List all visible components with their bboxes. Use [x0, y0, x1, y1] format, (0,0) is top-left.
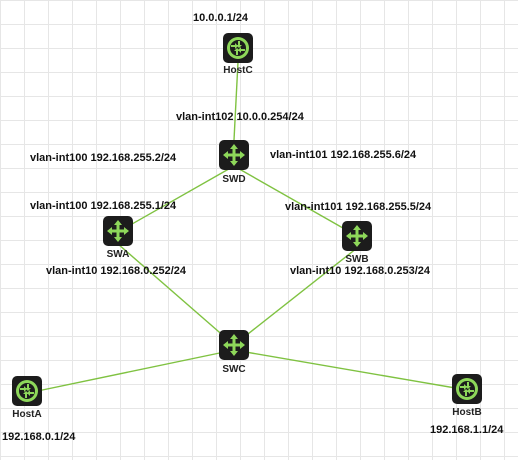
link-hostc-swd — [233, 61, 239, 141]
hosta-device[interactable] — [12, 376, 42, 406]
hosta-ip-label: 192.168.0.1/24 — [2, 431, 76, 443]
swd-vlan100-label: vlan-int100 192.168.255.2/24 — [30, 152, 177, 164]
swb-vlan10-label: vlan-int10 192.168.0.253/24 — [290, 265, 431, 277]
link-swa-swc — [117, 243, 235, 346]
swa-vlan100-label: vlan-int100 192.168.255.1/24 — [30, 200, 177, 212]
hostb-device[interactable] — [452, 374, 482, 404]
switch-icon — [342, 221, 372, 251]
swa-device[interactable] — [103, 216, 133, 246]
swb-device[interactable] — [342, 221, 372, 251]
hostc-ip-label: 10.0.0.1/24 — [193, 12, 249, 24]
swb-vlan101-label: vlan-int101 192.168.255.5/24 — [285, 201, 432, 213]
hosta-name: HostA — [12, 409, 42, 420]
switch-icon — [219, 330, 249, 360]
swd-name: SWD — [222, 174, 246, 185]
link-swc-hostb — [233, 349, 468, 391]
router-icon — [452, 374, 482, 404]
swd-vlan101-label: vlan-int101 192.168.255.6/24 — [270, 149, 417, 161]
link-swb-swc — [233, 247, 358, 346]
hostc-device[interactable] — [223, 33, 253, 63]
link-swd-swa — [117, 165, 235, 233]
hostb-ip-label: 192.168.1.1/24 — [430, 424, 504, 436]
switch-icon — [219, 140, 249, 170]
router-icon — [12, 376, 42, 406]
switch-icon — [103, 216, 133, 246]
link-swd-swb — [233, 165, 358, 237]
swb-name: SWB — [345, 254, 369, 265]
swc-name: SWC — [222, 364, 246, 375]
swa-vlan10-label: vlan-int10 192.168.0.252/24 — [46, 265, 187, 277]
hostc-name: HostC — [223, 65, 253, 76]
hostb-name: HostB — [452, 407, 482, 418]
router-icon — [223, 33, 253, 63]
swa-name: SWA — [106, 249, 130, 260]
swc-device[interactable] — [219, 330, 249, 360]
swd-vlan102-label: vlan-int102 10.0.0.254/24 — [176, 111, 304, 123]
swd-device[interactable] — [219, 140, 249, 170]
link-swc-hosta — [27, 349, 235, 394]
